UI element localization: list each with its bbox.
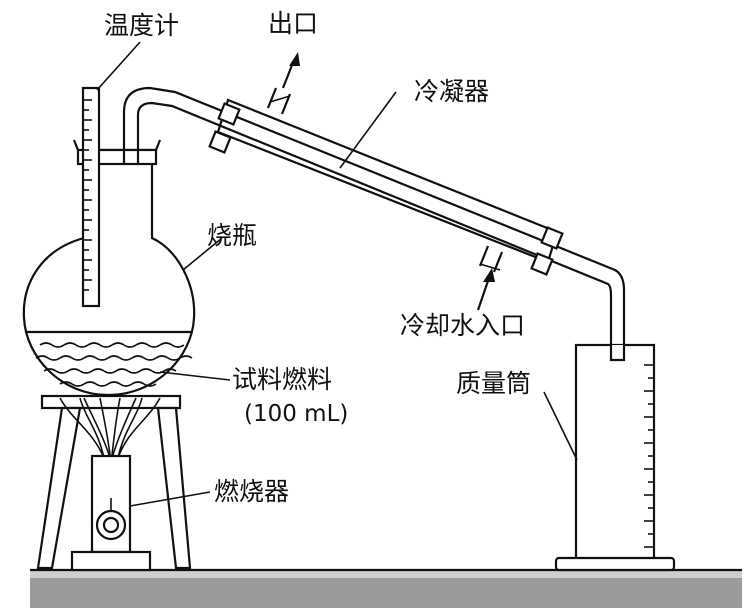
label-condenser: 冷凝器 — [414, 77, 490, 106]
leader-burner — [129, 491, 211, 507]
label-sample-volume: (100 mL) — [244, 401, 349, 427]
thermometer — [81, 86, 101, 308]
flask — [22, 139, 196, 397]
leader-condenser — [339, 91, 397, 169]
label-cylinder: 质量筒 — [456, 369, 532, 398]
label-outlet: 出口 — [268, 9, 319, 38]
burner-stand — [36, 394, 192, 570]
label-thermometer: 温度计 — [104, 11, 180, 40]
ground — [30, 568, 742, 608]
leader-lines — [96, 41, 578, 507]
label-flask: 烧瓶 — [207, 221, 258, 250]
leader-thermometer — [96, 41, 141, 91]
leader-flask — [182, 237, 223, 271]
condenser-jacket — [208, 52, 564, 311]
graduated-cylinder — [554, 343, 676, 572]
label-coolant-inlet: 冷却水入口 — [400, 311, 526, 340]
label-burner: 燃烧器 — [214, 477, 290, 506]
label-sample-fuel: 试料燃料 — [232, 365, 333, 394]
leader-cylinder — [543, 391, 578, 461]
leader-sample — [159, 371, 231, 381]
flask-liquid — [35, 342, 193, 387]
burner — [70, 454, 152, 572]
vapour-tube — [122, 86, 626, 360]
